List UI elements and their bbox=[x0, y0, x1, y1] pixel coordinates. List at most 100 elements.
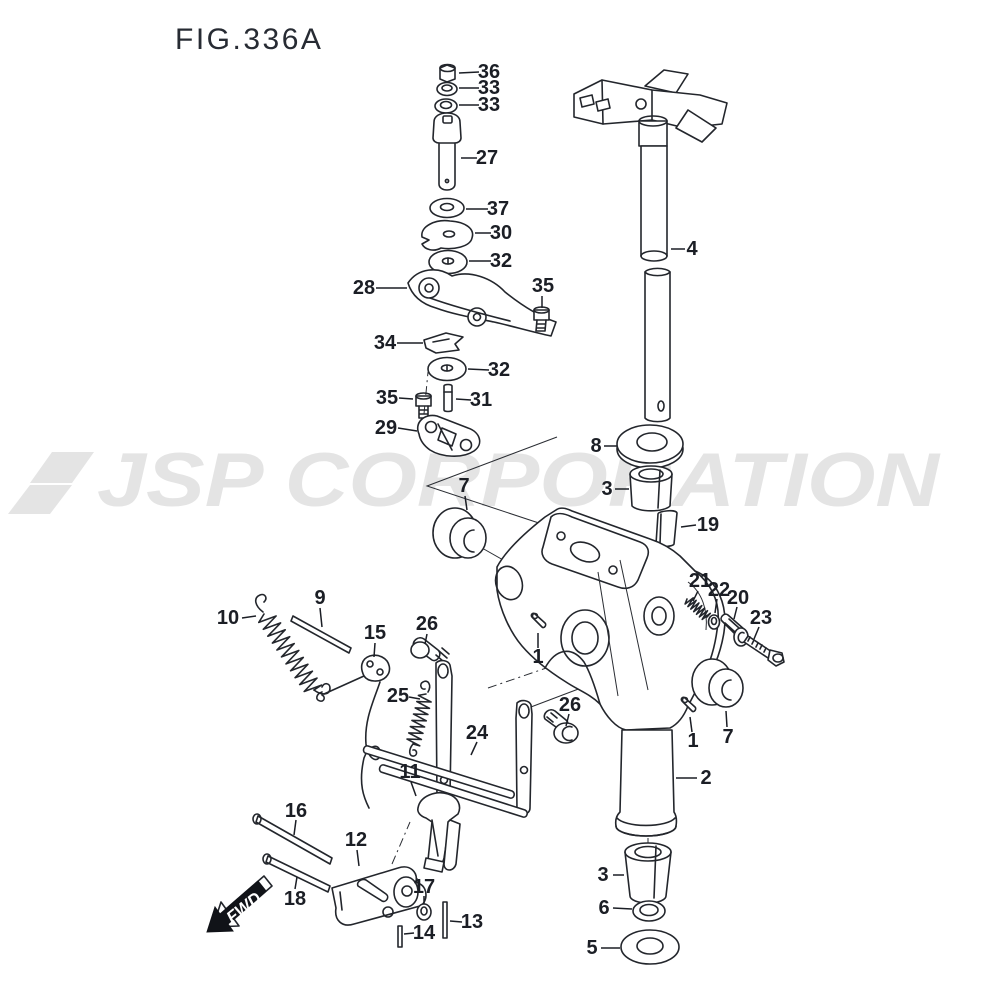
part-label-33: 33 bbox=[478, 77, 500, 99]
leader-line-part-1 bbox=[689, 716, 693, 733]
part-5-washer bbox=[620, 929, 680, 965]
part-label-29: 29 bbox=[375, 417, 397, 439]
part-label-36: 36 bbox=[478, 61, 500, 83]
part-35-bolt-upper bbox=[533, 306, 550, 332]
part-9-rod bbox=[290, 615, 352, 654]
leader-line-part-25 bbox=[408, 696, 421, 700]
part-label-35: 35 bbox=[532, 275, 554, 297]
leader-line-part-24 bbox=[470, 741, 478, 756]
part-27-swivel-pin bbox=[432, 112, 462, 191]
leader-line-part-23 bbox=[753, 626, 760, 640]
part-7-bushing-right bbox=[691, 658, 744, 708]
part-label-25: 25 bbox=[387, 685, 409, 707]
part-11-fork bbox=[417, 792, 461, 873]
leader-line-part-29 bbox=[397, 427, 418, 432]
leader-line-part-7 bbox=[464, 495, 468, 511]
part-label-35: 35 bbox=[376, 387, 398, 409]
part-label-14: 14 bbox=[413, 922, 436, 944]
part-label-33: 33 bbox=[478, 94, 500, 116]
part-label-26: 26 bbox=[559, 694, 581, 716]
part-3-bushing-lower bbox=[624, 842, 672, 904]
part-label-24: 24 bbox=[466, 722, 489, 744]
part-15-lever bbox=[316, 654, 391, 809]
part-label-1: 1 bbox=[687, 730, 698, 752]
fwd-arrow-body bbox=[206, 880, 267, 933]
part-1-pin-right bbox=[680, 696, 697, 713]
part-label-37: 37 bbox=[487, 198, 509, 220]
leader-line-part-19 bbox=[680, 524, 697, 528]
part-label-3: 3 bbox=[597, 864, 608, 886]
leader-line-part-14 bbox=[403, 932, 415, 935]
part-label-19: 19 bbox=[697, 514, 719, 536]
leader-line-part-26 bbox=[424, 633, 428, 645]
leader-line-part-13 bbox=[449, 920, 463, 923]
part-17-washer bbox=[416, 903, 432, 921]
part-label-16: 16 bbox=[285, 800, 307, 822]
part-label-9: 9 bbox=[314, 587, 325, 609]
part-label-5: 5 bbox=[586, 937, 597, 959]
part-22-ring bbox=[707, 614, 721, 630]
part-label-18: 18 bbox=[284, 888, 306, 910]
leader-line-part-18 bbox=[294, 876, 298, 890]
part-label-3: 3 bbox=[601, 478, 612, 500]
part-label-28: 28 bbox=[353, 277, 375, 299]
part-label-2: 2 bbox=[700, 767, 711, 789]
part-33-washer-lower bbox=[434, 98, 458, 114]
part-label-26: 26 bbox=[416, 613, 438, 635]
part-3-bushing-upper bbox=[629, 465, 673, 512]
part-34-plate bbox=[423, 332, 464, 354]
part-1-pin-left bbox=[530, 612, 547, 629]
part-6-ring bbox=[632, 900, 666, 922]
part-7-bushing-left bbox=[432, 507, 487, 559]
part-label-27: 27 bbox=[476, 147, 498, 169]
watermark: JSP CORPORATION bbox=[8, 438, 941, 523]
part-label-30: 30 bbox=[490, 222, 512, 244]
part-label-22: 22 bbox=[708, 579, 730, 601]
part-10-spring bbox=[254, 593, 331, 695]
part-2-tube bbox=[614, 729, 678, 837]
part-26-bolt-left bbox=[410, 637, 450, 663]
part-label-7: 7 bbox=[458, 475, 469, 497]
part-label-20: 20 bbox=[727, 587, 749, 609]
part-label-34: 34 bbox=[374, 332, 397, 354]
leader-line-part-31 bbox=[455, 398, 472, 401]
part-label-32: 32 bbox=[488, 359, 510, 381]
part-23-bolt bbox=[743, 635, 785, 667]
part-36-nut bbox=[439, 63, 456, 83]
leader-line-part-35 bbox=[398, 397, 414, 400]
part-label-8: 8 bbox=[590, 435, 601, 457]
part-2-swivel-bracket-body bbox=[494, 507, 726, 731]
part-label-15: 15 bbox=[364, 622, 386, 644]
part-24-link-plates bbox=[362, 659, 533, 818]
part-label-6: 6 bbox=[598, 897, 609, 919]
part-21-spring bbox=[684, 597, 712, 621]
leader-line-part-11 bbox=[410, 781, 417, 797]
part-16-rod bbox=[252, 813, 333, 865]
leader-line-part-16 bbox=[293, 819, 297, 836]
part-label-7: 7 bbox=[722, 726, 733, 748]
leader-line-part-6 bbox=[612, 907, 633, 910]
part-30-cam-plate bbox=[421, 219, 474, 251]
part-label-32: 32 bbox=[490, 250, 512, 272]
leader-line-part-15 bbox=[373, 642, 376, 658]
leader-line-part-36 bbox=[458, 71, 480, 74]
part-label-10: 10 bbox=[217, 607, 239, 629]
part-29-bracket bbox=[417, 414, 481, 457]
part-label-21: 21 bbox=[689, 570, 711, 592]
part-35-bolt-lower bbox=[415, 392, 432, 419]
part-label-23: 23 bbox=[750, 607, 772, 629]
part-label-13: 13 bbox=[461, 911, 483, 933]
figure-title: FIG.336A bbox=[175, 23, 323, 56]
leader-line-part-32 bbox=[467, 368, 490, 371]
part-label-17: 17 bbox=[413, 876, 435, 898]
part-13-pin bbox=[442, 901, 448, 939]
leader-line-part-10 bbox=[241, 615, 257, 619]
part-label-11: 11 bbox=[399, 761, 420, 783]
part-37-washer bbox=[429, 197, 465, 219]
part-label-4: 4 bbox=[686, 238, 698, 260]
part-14-pin bbox=[397, 925, 403, 948]
part-label-1: 1 bbox=[532, 646, 543, 668]
